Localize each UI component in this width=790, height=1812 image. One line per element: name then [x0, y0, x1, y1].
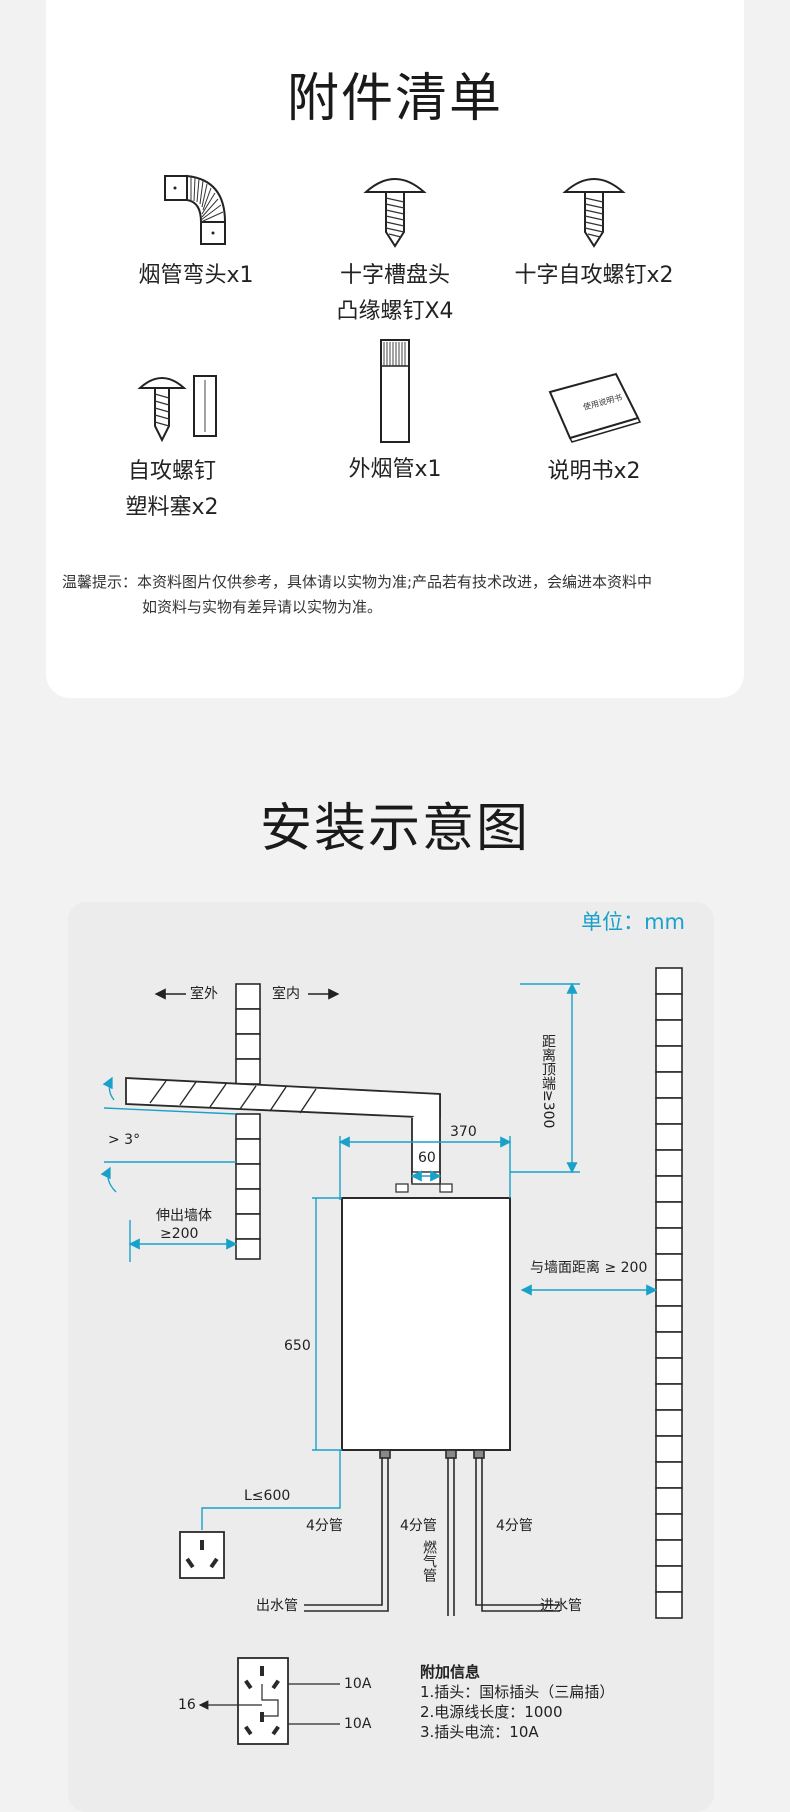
inlet-pipe-label: 进水管	[540, 1598, 582, 1614]
outer-flue-pipe-icon	[380, 339, 410, 443]
accessory-manual: 使用说明书 说明书x2	[494, 366, 694, 490]
plug-10a-bottom: 10A	[344, 1716, 372, 1732]
accessory-pan-head-screw: 十字槽盘头 凸缘螺钉X4	[295, 170, 495, 330]
pipe-size-left: 4分管	[306, 1518, 343, 1534]
additional-info: 附加信息 1.插头：国标插头（三扁插） 2.电源线长度：1000 3.插头电流：…	[420, 1662, 614, 1742]
gas-pipe-label: 燃气管	[421, 1540, 437, 1582]
accessory-label: 烟管弯头x1	[138, 263, 254, 288]
dim-60-label: 60	[418, 1150, 436, 1166]
plug-16-label: 16	[178, 1697, 196, 1713]
accessory-outer-flue-pipe: 外烟管x1	[295, 338, 495, 488]
accessory-label: 凸缘螺钉X4	[336, 299, 454, 324]
wall-distance-label: 与墙面距离 ≥ 200	[530, 1260, 648, 1276]
cable-length-label: L≤600	[244, 1488, 291, 1504]
dim-370-label: 370	[450, 1124, 477, 1140]
pipe-size-middle: 4分管	[400, 1518, 437, 1534]
top-clearance-label: 距离顶端≥300	[540, 1034, 556, 1129]
accessory-label: 外烟管x1	[348, 457, 442, 482]
pipes	[304, 1449, 560, 1616]
outer-wall	[235, 983, 261, 1260]
plug-10a-top: 10A	[344, 1676, 372, 1692]
dim-650-label: 650	[284, 1338, 311, 1354]
accessory-label: 说明书x2	[547, 459, 641, 484]
tip-line-1: 温馨提示：本资料图片仅供参考，具体请以实物为准;产品若有技术改进，会编进本资料中	[62, 573, 653, 591]
plug-detail	[198, 1657, 340, 1745]
screw-and-anchor-icon	[137, 375, 217, 443]
additional-info-line: 2.电源线长度：1000	[420, 1703, 563, 1721]
indoor-label: 室内	[272, 986, 300, 1002]
water-heater-body	[341, 1197, 511, 1451]
installation-title: 安装示意图	[259, 799, 530, 859]
dimension-lines	[100, 982, 658, 1530]
pan-head-screw-icon	[363, 178, 427, 248]
additional-info-line: 3.插头电流：10A	[420, 1723, 539, 1741]
elbow-pipe-icon	[164, 174, 227, 245]
manual-booklet-icon: 使用说明书	[548, 372, 642, 443]
additional-info-title: 附加信息	[420, 1663, 481, 1681]
unit-label: 单位：mm	[581, 910, 685, 934]
disclaimer-tip: 温馨提示：本资料图片仅供参考，具体请以实物为准;产品若有技术改进，会编进本资料中…	[62, 570, 742, 620]
accessory-elbow-pipe: 烟管弯头x1	[96, 170, 296, 294]
accessory-self-tapping-screw: 十字自攻螺钉x2	[494, 170, 694, 294]
outdoor-label: 室外	[190, 986, 218, 1002]
accessory-label: 十字自攻螺钉x2	[514, 263, 674, 288]
extend-wall-value: ≥200	[160, 1226, 199, 1242]
side-wall	[655, 967, 683, 1619]
pipe-size-right: 4分管	[496, 1518, 533, 1534]
accessories-title: 附件清单	[286, 69, 503, 129]
self-tapping-screw-icon	[562, 178, 626, 248]
accessory-label: 十字槽盘头	[339, 263, 450, 288]
wall-socket	[179, 1531, 225, 1579]
tip-line-2: 如资料与实物有差异请以实物为准。	[142, 598, 383, 616]
accessory-screw-and-anchor: 自攻螺钉 塑料塞x2	[72, 366, 272, 526]
accessory-label: 自攻螺钉	[127, 459, 216, 484]
accessory-label: 塑料塞x2	[125, 495, 219, 520]
additional-info-line: 1.插头：国标插头（三扁插）	[420, 1683, 615, 1701]
outlet-pipe-label: 出水管	[256, 1598, 298, 1614]
slope-angle-label: > 3°	[108, 1132, 141, 1148]
flue-pipe	[125, 1077, 453, 1193]
extend-wall-label: 伸出墙体	[156, 1208, 212, 1224]
